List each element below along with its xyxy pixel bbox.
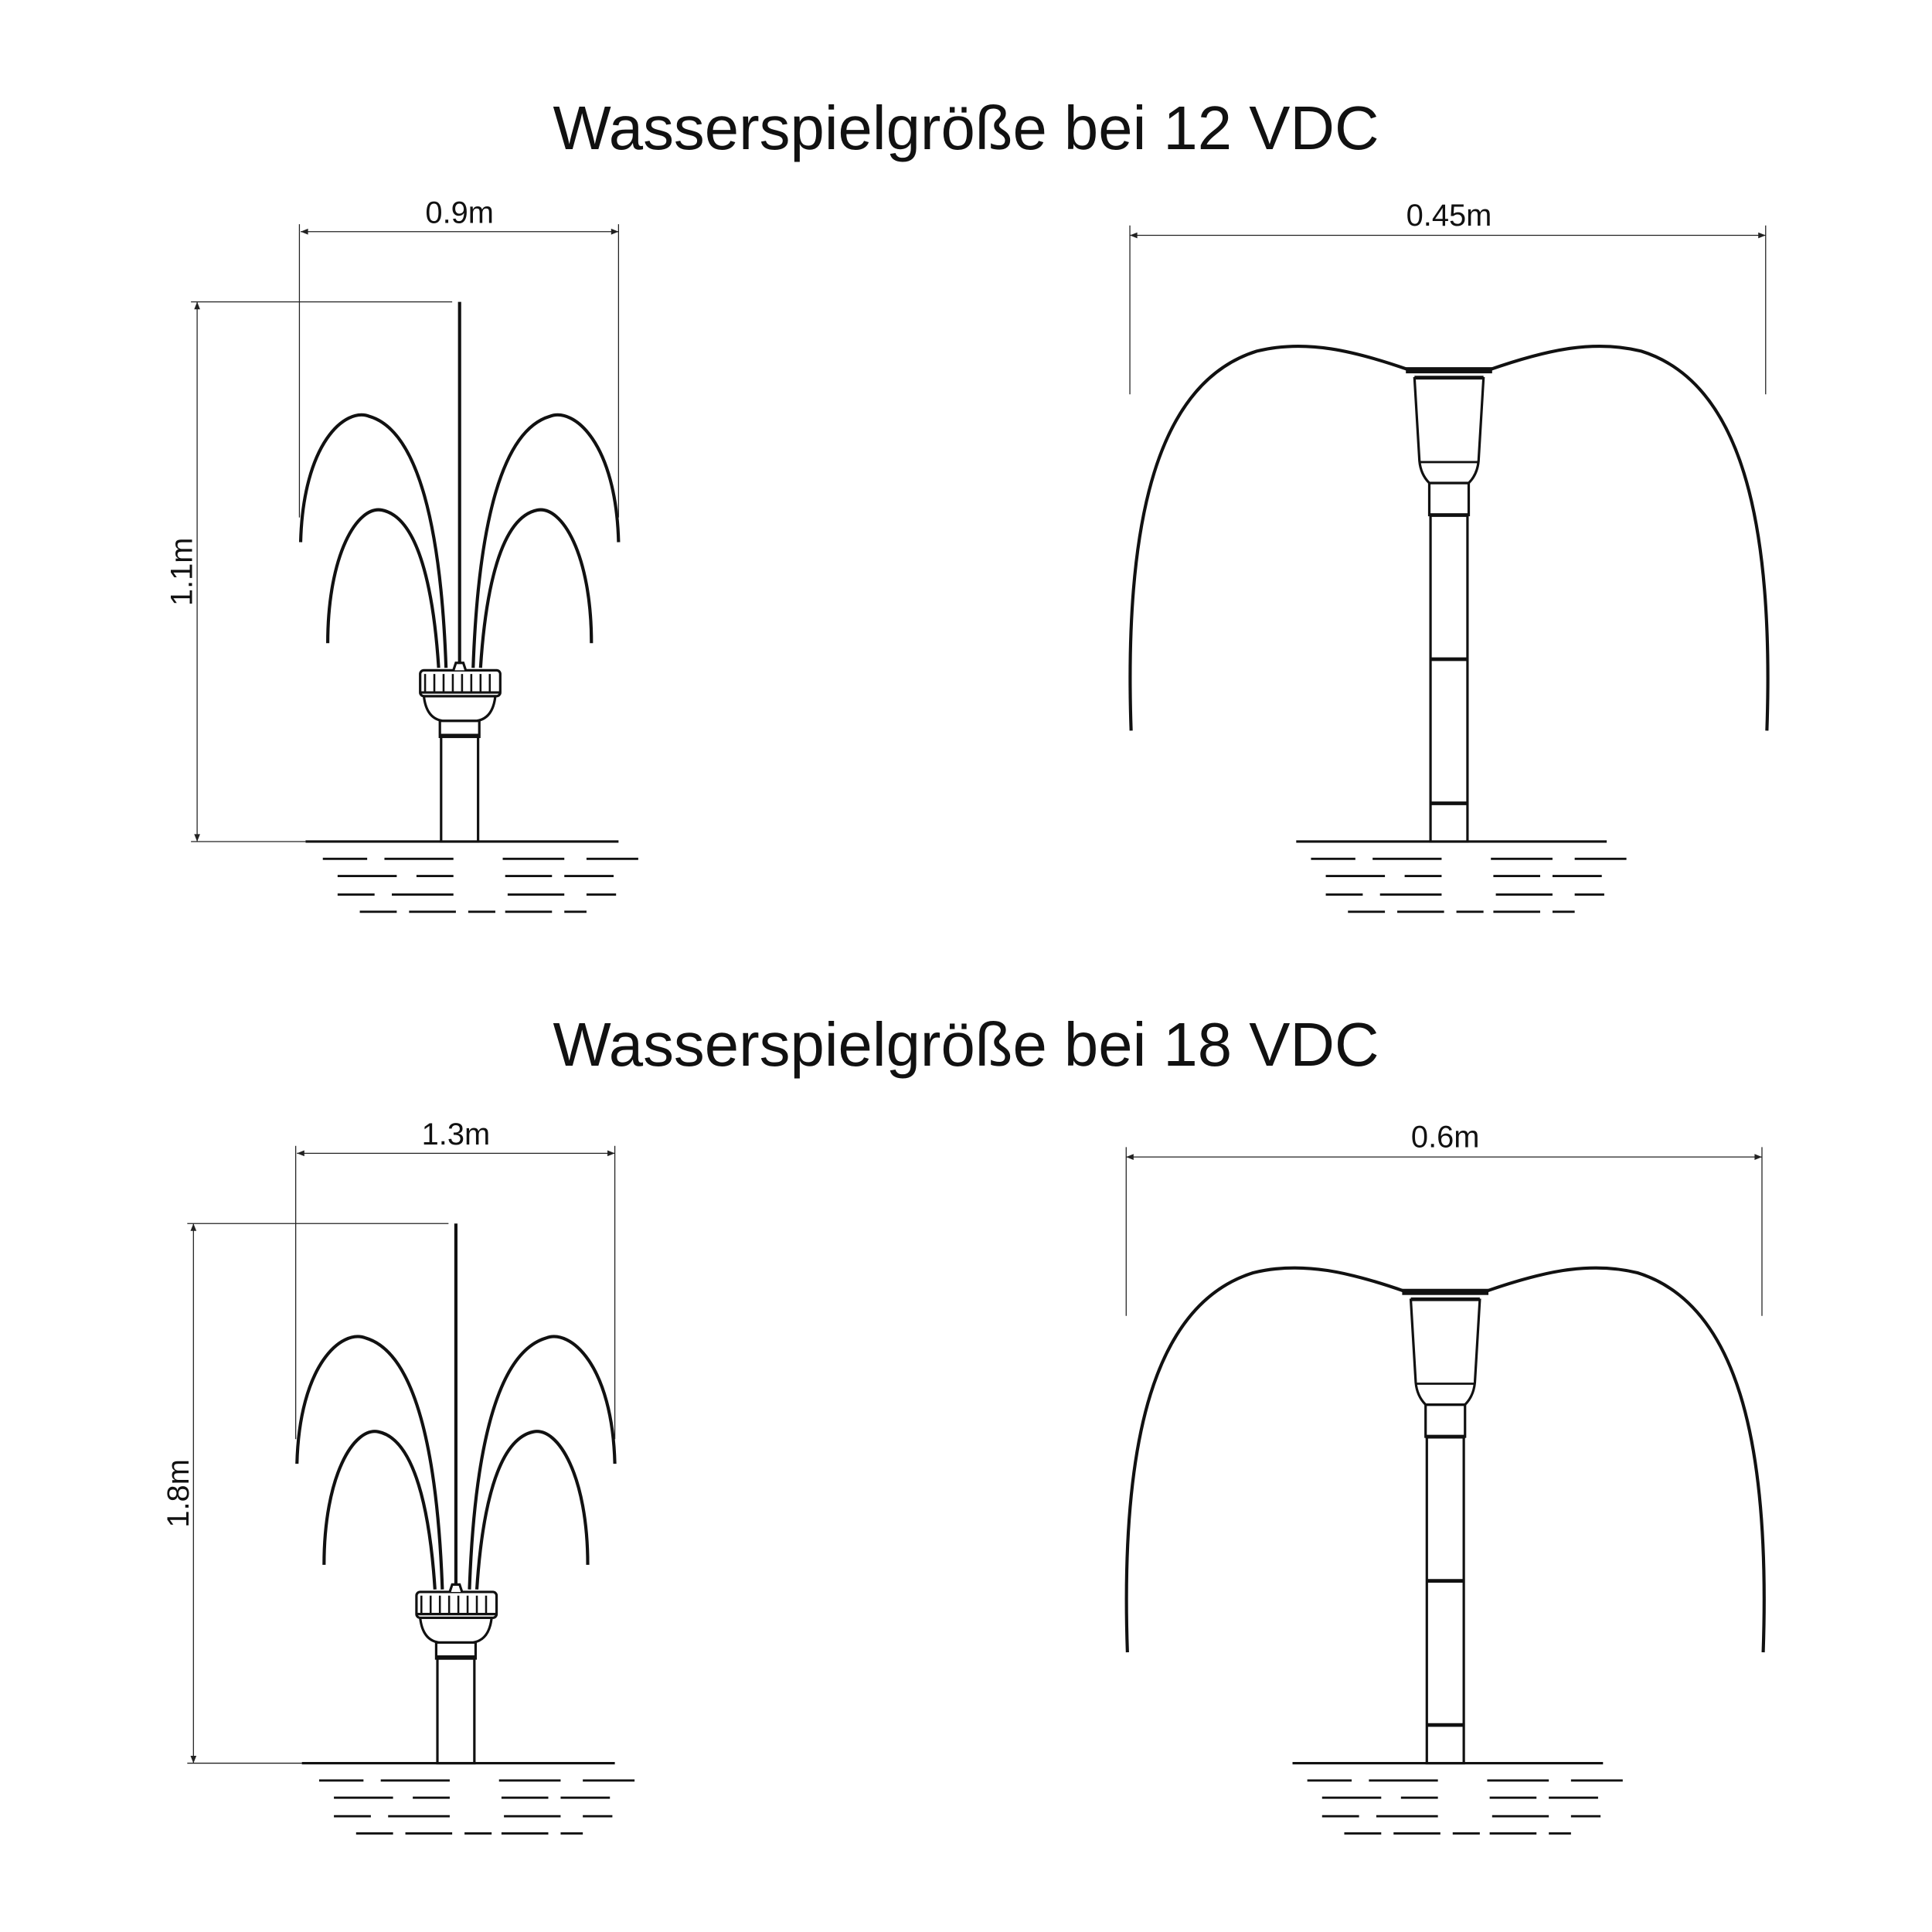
- nozzle-top-plate: [1402, 1288, 1489, 1295]
- pipe-collar: [1427, 481, 1471, 517]
- width-dimension-label: 0.6m: [1411, 1120, 1480, 1154]
- umbrella-nozzle: [1402, 1288, 1489, 1765]
- height-dimension-label: 1.1m: [165, 537, 199, 606]
- left-umbrella-jet: [1124, 1266, 1406, 1653]
- outer-right-jet: [468, 1335, 617, 1590]
- outer-left-jet: [298, 413, 448, 668]
- multi-jet-fountain-panel: 1.3m 1.8m: [162, 1117, 635, 1835]
- umbrella-nozzle: [1406, 367, 1492, 843]
- umbrella-fountain-panel: 0.45m: [1128, 199, 1770, 913]
- section-12vdc: Wasserspielgröße bei 12 VDC 0.9m 1.1m 0.…: [165, 94, 1770, 913]
- multi-jet-nozzle: [419, 662, 502, 843]
- center-jet-tip: [448, 1583, 464, 1593]
- width-dimension-label: 0.45m: [1406, 199, 1492, 233]
- nozzle-top-plate: [1406, 367, 1492, 374]
- height-dimension-label: 1.8m: [162, 1459, 196, 1528]
- nozzle-bowl: [422, 695, 497, 723]
- right-umbrella-jet: [1488, 344, 1770, 731]
- inner-right-jet: [474, 1430, 590, 1590]
- riser-pipe: [1429, 513, 1469, 843]
- section-title: Wasserspielgröße bei 12 VDC: [553, 94, 1379, 162]
- width-dimension-label: 0.9m: [425, 196, 494, 230]
- nozzle-cup: [1409, 1298, 1481, 1406]
- pipe-collar: [1424, 1403, 1467, 1438]
- inner-right-jet: [478, 508, 594, 668]
- outer-right-jet: [471, 413, 621, 668]
- outer-left-jet: [295, 1335, 444, 1590]
- left-umbrella-jet: [1128, 344, 1410, 731]
- umbrella-fountain-panel: 0.6m: [1124, 1120, 1766, 1835]
- center-jet-tip: [452, 662, 468, 671]
- multi-jet-fountain-panel: 0.9m 1.1m: [165, 196, 638, 913]
- nozzle-bowl: [418, 1616, 493, 1644]
- right-umbrella-jet: [1485, 1266, 1766, 1653]
- section-title: Wasserspielgröße bei 18 VDC: [553, 1010, 1379, 1079]
- section-18vdc: Wasserspielgröße bei 18 VDC 1.3m 1.8m 0.…: [162, 1010, 1766, 1835]
- riser-pipe: [1425, 1435, 1465, 1765]
- nozzle-cup: [1413, 376, 1485, 485]
- riser-pipe: [436, 1657, 476, 1765]
- inner-left-jet: [326, 508, 440, 668]
- multi-jet-nozzle: [415, 1583, 498, 1765]
- width-dimension-label: 1.3m: [422, 1117, 491, 1151]
- inner-left-jet: [322, 1430, 437, 1590]
- riser-pipe: [440, 735, 480, 843]
